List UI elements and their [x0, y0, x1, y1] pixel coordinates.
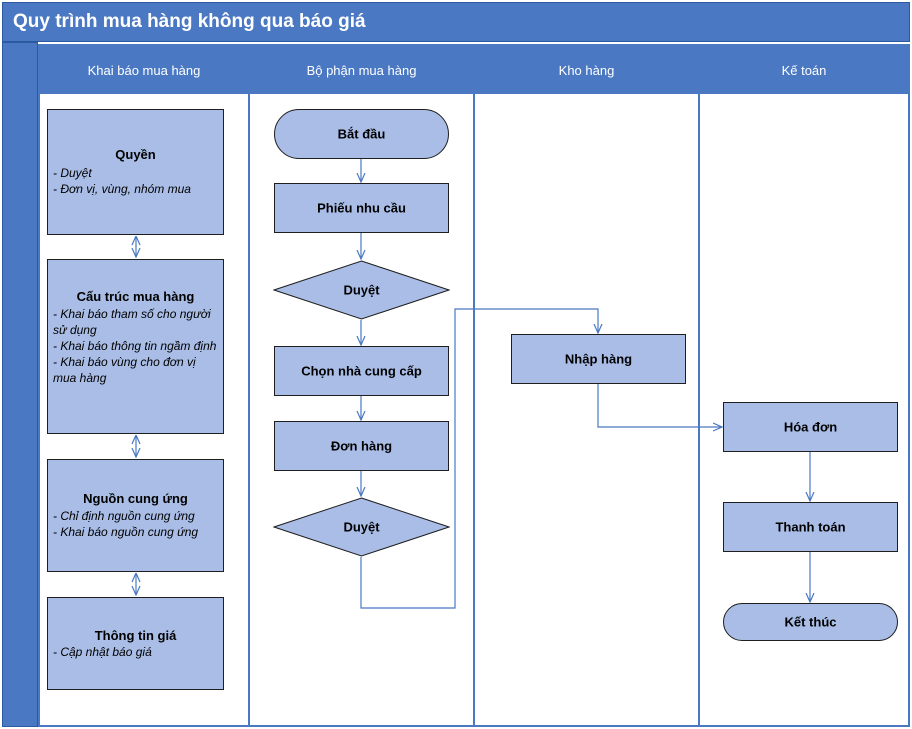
setup-box-item: - Khai báo thông tin ngầm định — [53, 339, 217, 353]
lane-label-accounting: Kế toán — [781, 62, 827, 78]
end-node[interactable]: Kết thúc — [723, 603, 898, 641]
start-node-label: Bắt đầu — [337, 126, 386, 142]
setup-box-item: - Duyệt — [53, 166, 92, 180]
lane-header-accounting: Kế toán — [700, 46, 908, 94]
approve-decision-1[interactable]: Duyệt — [273, 260, 450, 320]
lane-warehouse: Kho hàng — [473, 44, 700, 727]
lane-label-setup: Khai báo mua hàng — [87, 62, 201, 78]
start-node[interactable]: Bắt đầu — [274, 109, 449, 159]
lane-header-setup: Khai báo mua hàng — [40, 46, 248, 94]
choose-supplier-label: Chọn nhà cung cấp — [301, 363, 422, 379]
payment-node[interactable]: Thanh toán — [723, 502, 898, 552]
setup-box-item: - Đơn vị, vùng, nhóm mua — [53, 182, 191, 196]
payment-label: Thanh toán — [775, 519, 846, 535]
setup-box-title: Nguồn cung ứng — [83, 491, 188, 506]
setup-box-items: - Khai báo tham số cho người sử dụng - K… — [53, 306, 220, 386]
diagram-title: Quy trình mua hàng không qua báo giá — [13, 11, 366, 32]
setup-box-item: - Cập nhật báo giá — [53, 645, 152, 659]
setup-box-supply-source[interactable]: Nguồn cung ứng - Chỉ định nguồn cung ứng… — [47, 459, 224, 572]
title-bar: Quy trình mua hàng không qua báo giá — [2, 2, 910, 42]
lane-label-warehouse: Kho hàng — [558, 62, 615, 78]
setup-box-items: - Chỉ định nguồn cung ứng - Khai báo ngu… — [53, 508, 220, 540]
lane-header-warehouse: Kho hàng — [475, 46, 698, 94]
setup-box-title: Quyền — [115, 147, 156, 162]
purchase-order-label: Đơn hàng — [330, 438, 393, 454]
setup-box-purchase-structure[interactable]: Cấu trúc mua hàng - Khai báo tham số cho… — [47, 259, 224, 434]
purchase-request-label: Phiếu nhu cầu — [317, 200, 406, 216]
left-strip — [2, 42, 38, 727]
choose-supplier-node[interactable]: Chọn nhà cung cấp — [274, 346, 449, 396]
approve-decision-2[interactable]: Duyệt — [273, 497, 450, 557]
approve-decision-1-label: Duyệt — [343, 282, 380, 298]
setup-box-item: - Khai báo nguồn cung ứng — [53, 525, 199, 539]
setup-box-title: Cấu trúc mua hàng — [76, 289, 195, 304]
setup-box-item: - Khai báo vùng cho đơn vị mua hàng — [53, 355, 196, 385]
purchase-request-node[interactable]: Phiếu nhu cầu — [274, 183, 449, 233]
setup-box-title: Thông tin giá — [94, 628, 177, 643]
setup-box-item: - Khai báo tham số cho người sử dụng — [53, 307, 211, 337]
setup-box-items: - Duyệt - Đơn vị, vùng, nhóm mua — [53, 165, 220, 197]
setup-box-permissions[interactable]: Quyền - Duyệt - Đơn vị, vùng, nhóm mua — [47, 109, 224, 235]
approve-decision-2-label: Duyệt — [343, 519, 380, 535]
goods-receipt-node[interactable]: Nhập hàng — [511, 334, 686, 384]
purchase-order-node[interactable]: Đơn hàng — [274, 421, 449, 471]
setup-box-item: - Chỉ định nguồn cung ứng — [53, 509, 195, 523]
goods-receipt-label: Nhập hàng — [564, 351, 633, 367]
invoice-label: Hóa đơn — [783, 419, 838, 435]
setup-box-price-info[interactable]: Thông tin giá - Cập nhật báo giá — [47, 597, 224, 690]
lane-header-purchasing: Bộ phận mua hàng — [250, 46, 473, 94]
end-node-label: Kết thúc — [784, 614, 837, 630]
invoice-node[interactable]: Hóa đơn — [723, 402, 898, 452]
lane-label-purchasing: Bộ phận mua hàng — [306, 62, 417, 78]
setup-box-items: - Cập nhật báo giá — [53, 644, 220, 660]
